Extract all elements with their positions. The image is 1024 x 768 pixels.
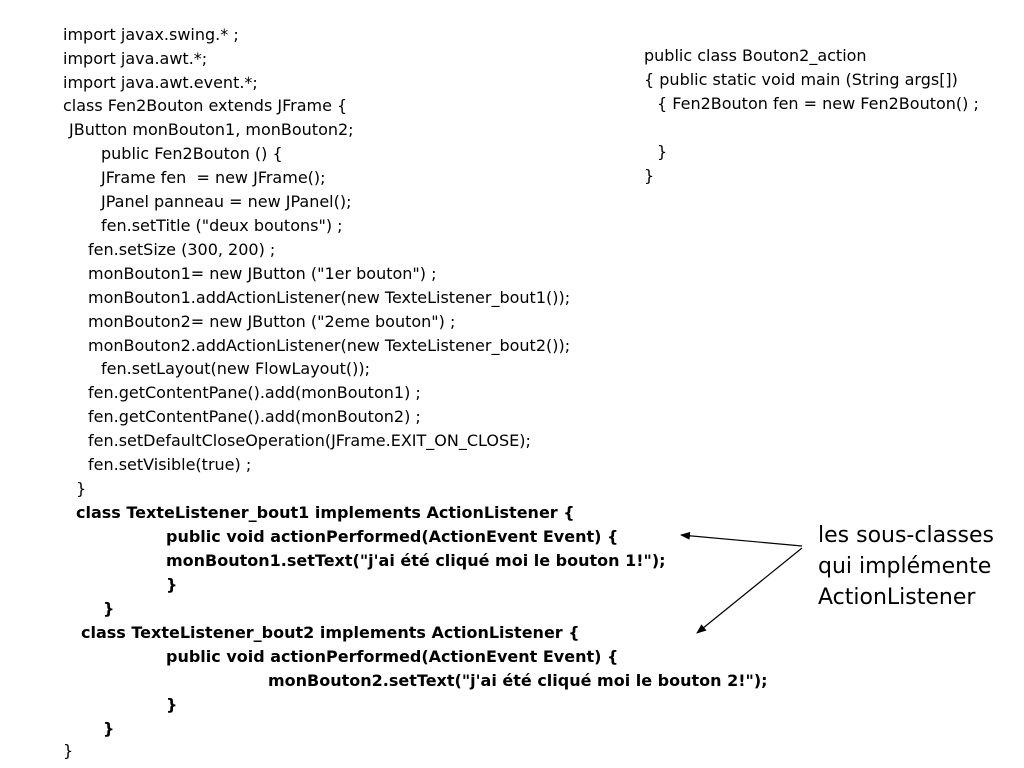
code-line-close-operation: fen.setDefaultCloseOperation(JFrame.EXIT…: [88, 431, 531, 450]
code-line-add-button1: fen.getContentPane().add(monBouton1) ;: [88, 383, 421, 402]
side-code-instantiation: { Fen2Bouton fen = new Fen2Bouton() ;: [657, 94, 979, 113]
code-line-set-size: fen.setSize (300, 200) ;: [88, 240, 276, 259]
code-line-action-performed1: public void actionPerformed(ActionEvent …: [166, 527, 619, 546]
code-line-import-awt: import java.awt.*;: [63, 49, 208, 68]
code-line-set-title: fen.setTitle ("deux boutons") ;: [101, 216, 343, 235]
code-line-import-swing: import javax.swing.* ;: [63, 25, 239, 44]
annotation-line-1: les sous-classes: [818, 523, 994, 548]
code-line-listener-class2: class TexteListener_bout2 implements Act…: [81, 623, 580, 642]
side-code-close-method: }: [657, 142, 668, 161]
annotation-line-3: ActionListener: [818, 585, 976, 610]
code-line-set-layout: fen.setLayout(new FlowLayout());: [101, 359, 370, 378]
arrow-to-listener2: [696, 547, 803, 634]
code-line-import-awt-event: import java.awt.event.*;: [63, 73, 258, 92]
code-line-close-outer-class: }: [63, 741, 74, 760]
annotation-line-2: qui implémente: [818, 554, 992, 579]
side-code-class-declaration: public class Bouton2_action: [644, 46, 867, 65]
code-line-constructor: public Fen2Bouton () {: [101, 144, 283, 163]
code-line-close-method1: }: [166, 575, 178, 594]
code-line-close-constructor: }: [76, 479, 87, 498]
code-line-set-text1: monBouton1.setText("j'ai été cliqué moi …: [166, 551, 666, 570]
code-line-close-class1: }: [103, 599, 115, 618]
arrow-to-listener1: [680, 531, 803, 547]
code-line-class-declaration: class Fen2Bouton extends JFrame {: [63, 96, 348, 115]
code-line-new-button1: monBouton1= new JButton ("1er bouton") ;: [88, 264, 437, 283]
code-line-new-jpanel: JPanel panneau = new JPanel();: [101, 192, 352, 211]
code-line-close-method2: }: [166, 695, 178, 714]
code-line-set-visible: fen.setVisible(true) ;: [88, 455, 252, 474]
side-code-main-method: { public static void main (String args[]…: [644, 70, 958, 89]
code-line-set-text2: monBouton2.setText("j'ai été cliqué moi …: [268, 671, 768, 690]
code-line-action-performed2: public void actionPerformed(ActionEvent …: [166, 647, 619, 666]
code-line-button-fields: JButton monBouton1, monBouton2;: [69, 120, 354, 139]
code-line-close-class2: }: [103, 719, 115, 738]
code-line-listener-button2: monBouton2.addActionListener(new TexteLi…: [88, 336, 571, 355]
code-line-add-button2: fen.getContentPane().add(monBouton2) ;: [88, 407, 421, 426]
side-code-close-class: }: [644, 166, 655, 185]
code-line-new-button2: monBouton2= new JButton ("2eme bouton") …: [88, 312, 456, 331]
code-line-new-jframe: JFrame fen = new JFrame();: [101, 168, 326, 187]
code-line-listener-class1: class TexteListener_bout1 implements Act…: [76, 503, 575, 522]
code-line-listener-button1: monBouton1.addActionListener(new TexteLi…: [88, 288, 571, 307]
